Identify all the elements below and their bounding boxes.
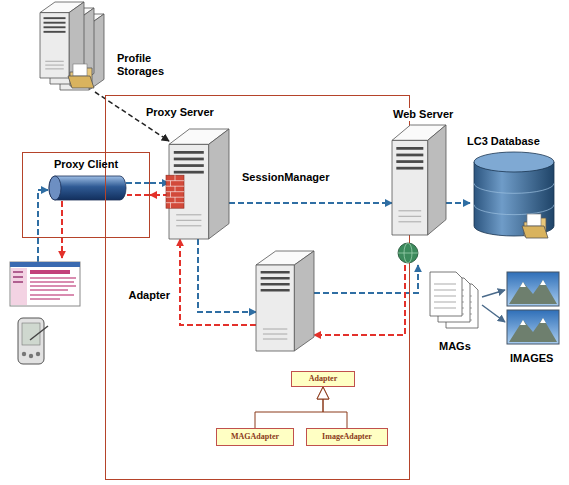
connector xyxy=(314,265,418,293)
pipe-stub xyxy=(126,182,150,184)
node-label: Profile Storages xyxy=(116,52,176,78)
web-server-icon xyxy=(392,125,446,265)
node-label: Adapter xyxy=(292,372,354,386)
session-server: SessionManager xyxy=(169,129,229,239)
connector xyxy=(229,202,392,204)
node-label: MAGs xyxy=(438,340,472,353)
database-icon xyxy=(470,152,558,240)
node-label: ImageAdapter xyxy=(307,429,387,445)
adapter-server-icon xyxy=(256,251,314,351)
client-wire xyxy=(61,201,63,258)
pda xyxy=(18,318,48,364)
adapter-server: Adapter xyxy=(256,251,314,351)
class-box: Adapter xyxy=(291,371,355,387)
document-stack-icon xyxy=(430,272,482,336)
node-label: SessionManager xyxy=(241,171,330,184)
connector xyxy=(255,387,323,428)
storage-server-icon xyxy=(40,2,112,92)
image-stack-icon xyxy=(505,268,563,348)
storage-server: Profile Storages xyxy=(40,2,112,92)
session-server-icon xyxy=(169,129,229,239)
image-stack: IMAGES xyxy=(505,268,563,348)
node-label: LC3 Database xyxy=(466,135,541,148)
class-box: MAGAdapter xyxy=(216,428,294,446)
document-stack: MAGs xyxy=(430,272,482,336)
browser-screenshot xyxy=(10,262,80,306)
pipe xyxy=(49,176,126,200)
connector xyxy=(323,387,347,428)
client-wire xyxy=(38,190,48,262)
connector xyxy=(314,265,405,335)
connector xyxy=(482,305,505,322)
node-label: Proxy Server xyxy=(146,106,214,119)
proxy-server-region: Proxy ServerSessionManagerAdapterAdapter… xyxy=(105,95,410,480)
node-label: Proxy Client xyxy=(23,158,149,171)
node-label: Adapter xyxy=(127,289,171,302)
node-label: IMAGES xyxy=(509,352,554,365)
node-label: Web Server xyxy=(392,108,454,121)
proxy-client-region: Proxy Client xyxy=(22,152,150,238)
connector xyxy=(482,290,505,297)
pipe-stub xyxy=(127,194,150,196)
database: LC3 Database xyxy=(470,152,558,240)
class-box: ImageAdapter xyxy=(306,428,388,446)
connector xyxy=(180,239,256,325)
node-label: MAGAdapter xyxy=(217,429,293,445)
connector xyxy=(446,202,470,204)
connector xyxy=(198,239,256,312)
web-server: Web Server xyxy=(392,125,446,265)
